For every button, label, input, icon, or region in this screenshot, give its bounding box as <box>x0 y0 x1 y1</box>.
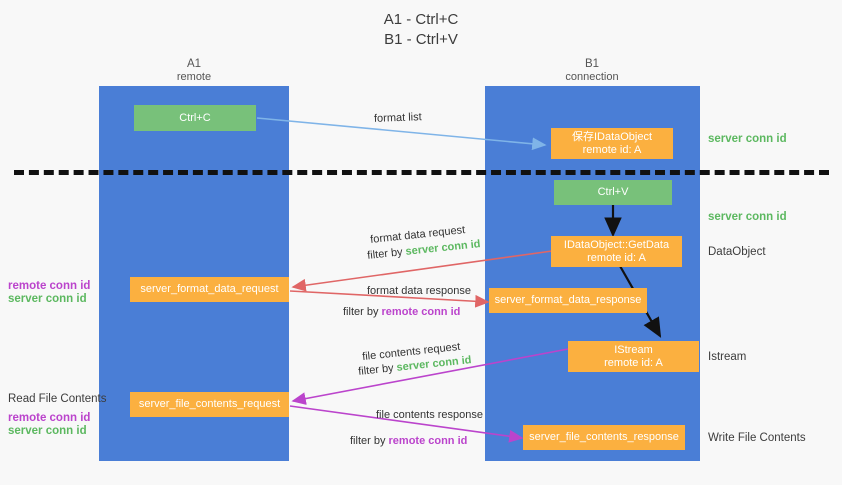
node-save-idataobject-line1: 保存IDataObject <box>571 130 653 143</box>
node-save-idataobject[interactable]: 保存IDataObject remote id: A <box>551 128 673 159</box>
right-label-server-conn-id-1: server conn id <box>708 133 787 145</box>
left-label-format-remote-conn-id: remote conn id <box>8 280 91 292</box>
filter-prefix: filter by <box>343 306 382 318</box>
right-label-server-conn-id-2: server conn id <box>708 211 787 223</box>
left-label-format-server-conn-id: server conn id <box>8 293 87 305</box>
edge-label-file-contents-response: file contents response <box>376 409 484 421</box>
node-ctrl-v-label: Ctrl+V <box>597 186 629 198</box>
edge-label-format-data-response: format data response <box>367 285 471 297</box>
node-istream-line1: IStream <box>614 343 653 356</box>
node-server-file-contents-response-label: server_file_contents_response <box>529 431 679 443</box>
node-idataobject-getdata-line1: IDataObject::GetData <box>563 238 670 251</box>
right-label-dataobject: DataObject <box>708 246 766 258</box>
node-ctrl-v[interactable]: Ctrl+V <box>554 180 672 205</box>
node-server-file-contents-request[interactable]: server_file_contents_request <box>130 392 289 417</box>
node-save-idataobject-line2: remote id: A <box>582 143 642 156</box>
edge-label-format-list: format list <box>373 111 422 125</box>
node-server-format-data-response[interactable]: server_format_data_response <box>489 288 647 313</box>
node-istream-line2: remote id: A <box>604 356 663 369</box>
title-line-1: A1 - Ctrl+C <box>383 11 459 28</box>
title-line-2: B1 - Ctrl+V <box>384 31 458 48</box>
column-a1-name: A1 <box>186 58 202 70</box>
edge-label-file-contents-response-filter: filter by remote conn id <box>350 434 467 448</box>
phase-separator-dashed-line <box>14 170 829 175</box>
diagram-title: A1 - Ctrl+C B1 - Ctrl+V <box>0 10 842 50</box>
filter-prefix: filter by <box>357 361 398 378</box>
column-header-b1: B1 connection <box>512 58 672 84</box>
right-label-istream: Istream <box>708 351 747 363</box>
left-label-file-remote-conn-id: remote conn id <box>8 412 91 424</box>
node-server-format-data-response-label: server_format_data_response <box>494 294 642 306</box>
filter-prefix: filter by <box>366 245 407 262</box>
node-server-format-data-request[interactable]: server_format_data_request <box>130 277 289 302</box>
node-ctrl-c-label: Ctrl+C <box>179 111 211 124</box>
column-a1-sub: remote <box>176 71 212 83</box>
left-label-file-server-conn-id: server conn id <box>8 425 87 437</box>
column-header-a1: A1 remote <box>114 58 274 84</box>
filter-key-remote-conn-id: remote conn id <box>388 435 468 447</box>
right-label-write-file-contents: Write File Contents <box>708 432 806 444</box>
node-server-file-contents-response[interactable]: server_file_contents_response <box>523 425 685 450</box>
filter-prefix: filter by <box>350 435 389 447</box>
node-istream[interactable]: IStream remote id: A <box>568 341 699 372</box>
node-idataobject-getdata-line2: remote id: A <box>587 251 646 264</box>
node-server-format-data-request-label: server_format_data_request <box>140 283 279 295</box>
node-idataobject-getdata[interactable]: IDataObject::GetData remote id: A <box>551 236 682 267</box>
left-label-read-file-contents: Read File Contents <box>8 393 107 405</box>
column-b1-sub: connection <box>565 71 619 83</box>
edge-label-format-data-response-filter: filter by remote conn id <box>343 305 460 319</box>
column-b1-name: B1 <box>584 58 600 70</box>
node-server-file-contents-request-label: server_file_contents_request <box>138 398 281 410</box>
node-ctrl-c[interactable]: Ctrl+C <box>134 105 256 131</box>
filter-key-remote-conn-id: remote conn id <box>381 306 461 318</box>
